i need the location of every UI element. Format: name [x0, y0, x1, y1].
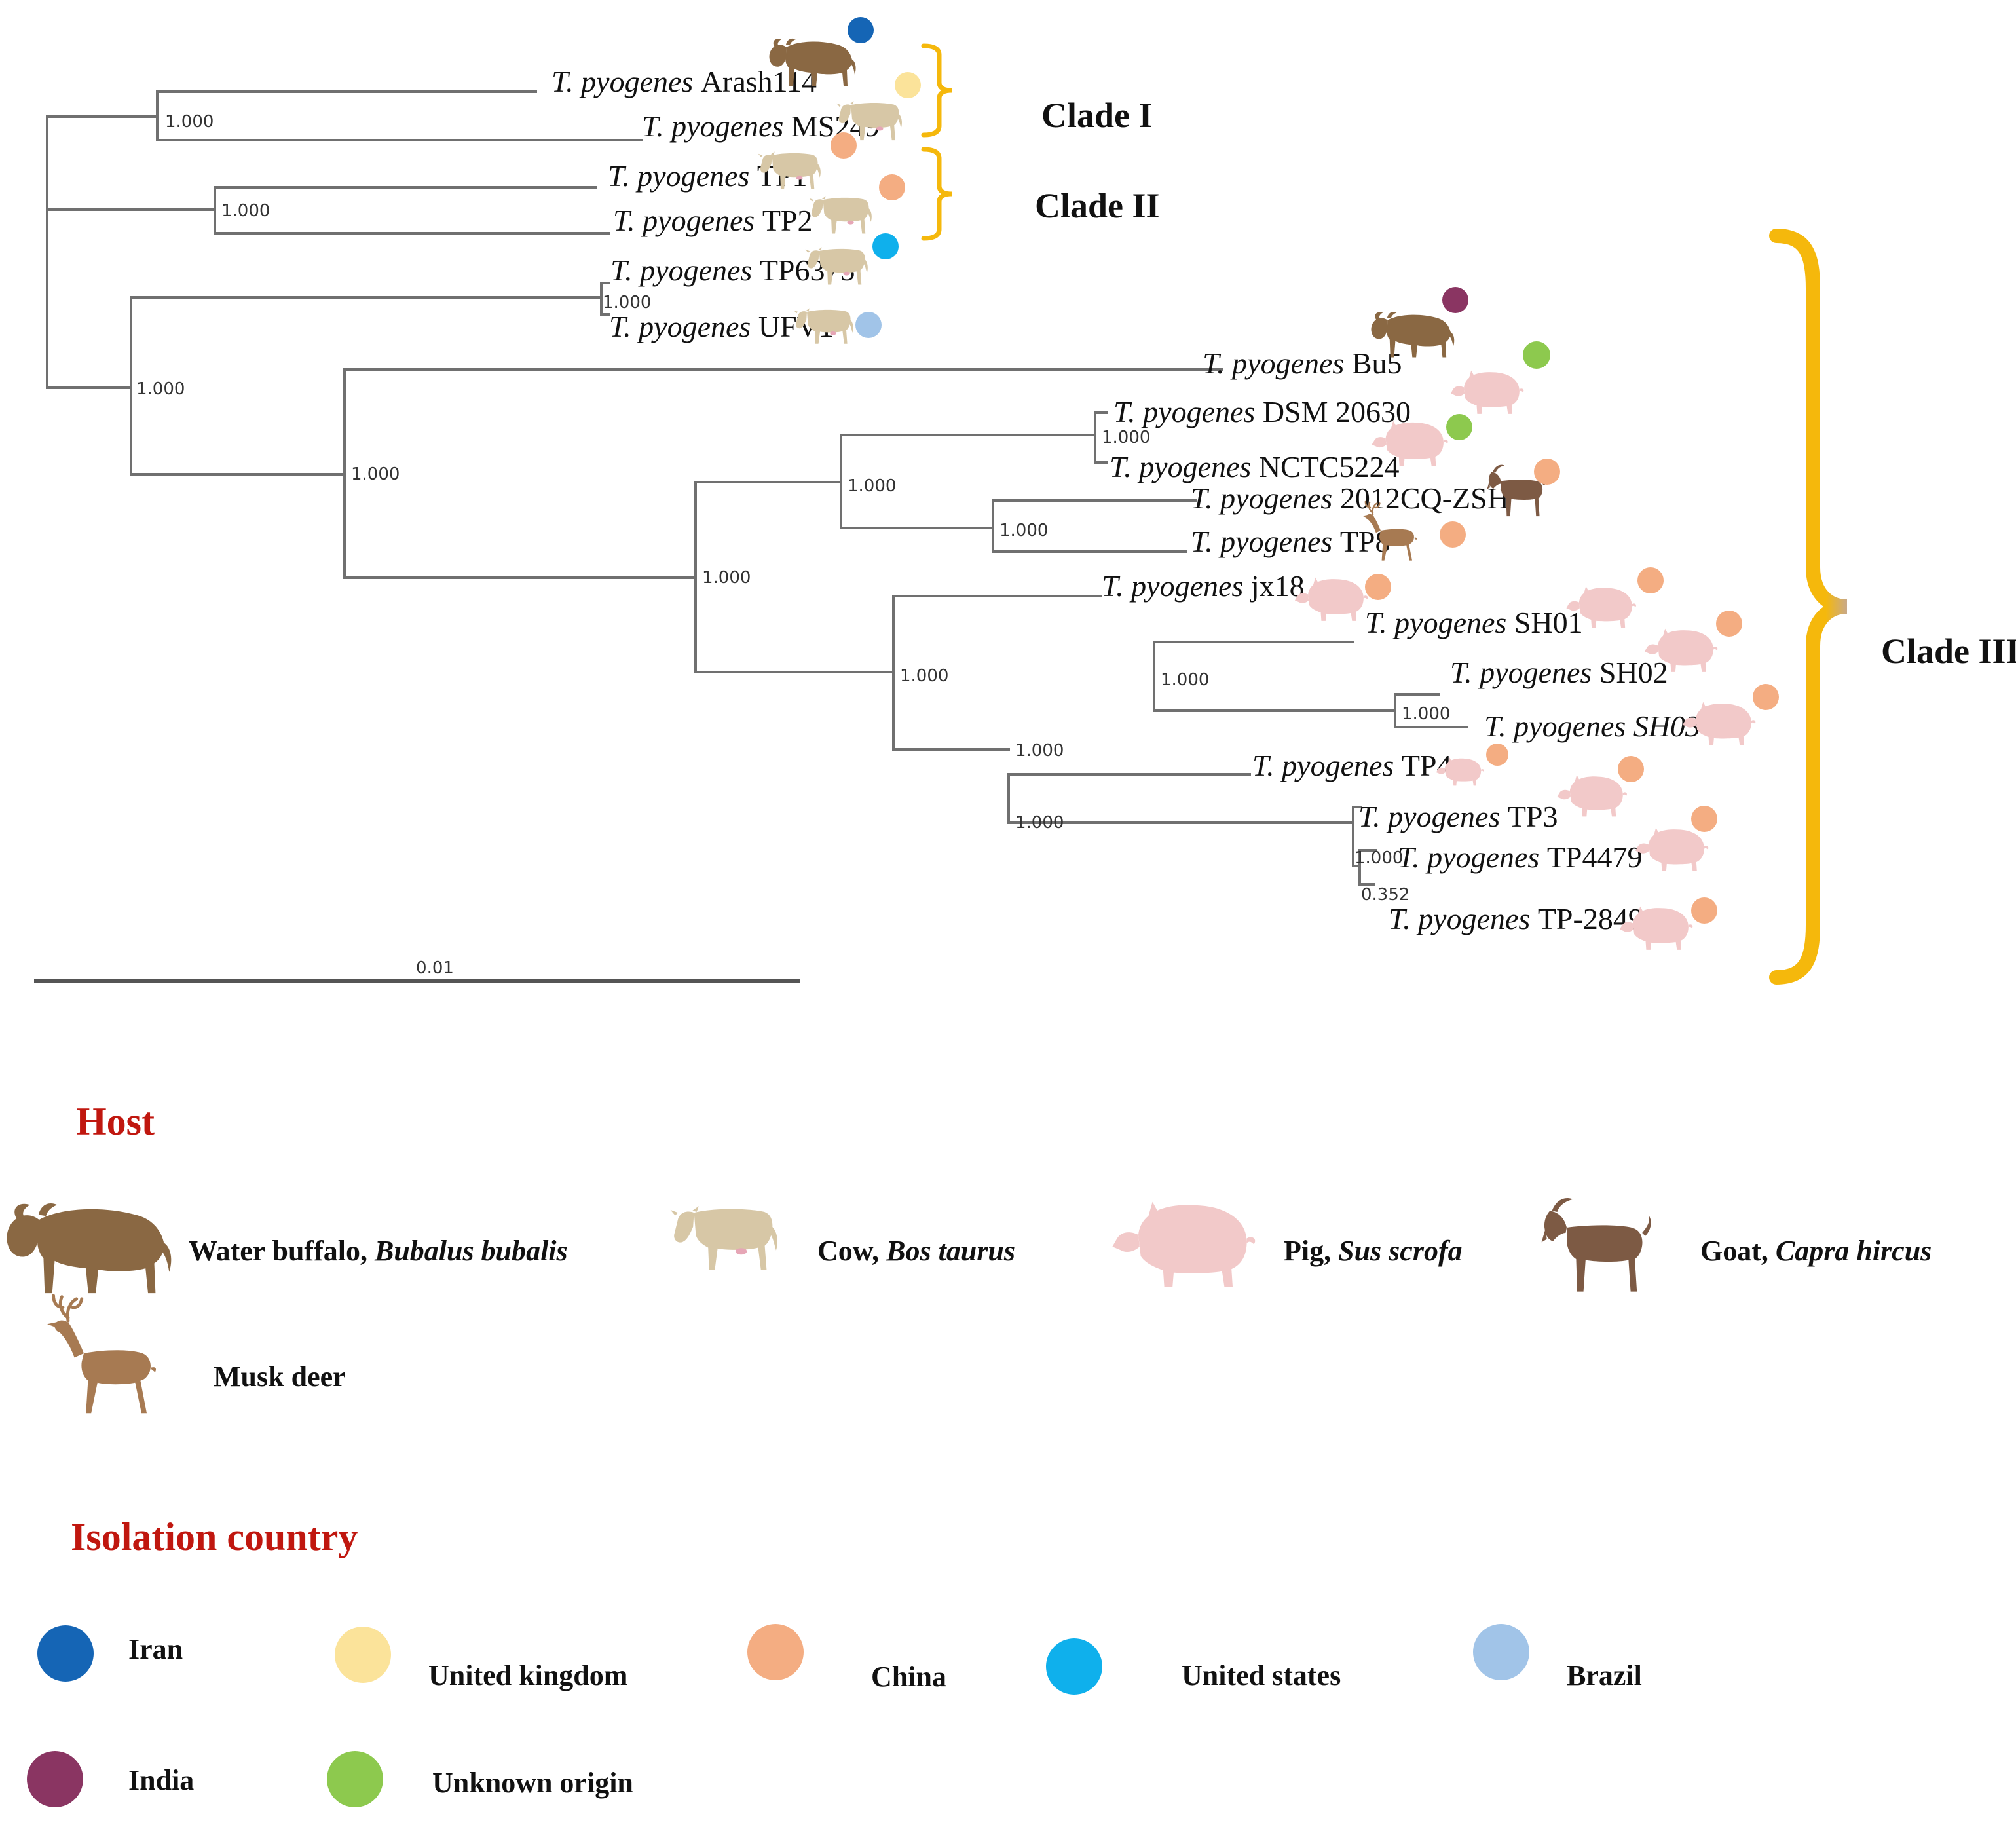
legend-brazil-dot — [1473, 1624, 1529, 1680]
pig-icon — [1450, 370, 1524, 414]
legend-cow-icon — [670, 1206, 777, 1271]
legend-country-label-china: China — [871, 1661, 946, 1693]
pig-icon — [1635, 827, 1709, 871]
legend-country-label-india: India — [128, 1764, 194, 1796]
country-dot-unknown — [1523, 341, 1550, 369]
taxon-label-sh02: T. pyogenes SH02 — [1450, 656, 1668, 689]
support-value-dsm_nctc: 1.000 — [1102, 428, 1150, 447]
legend-host-label-cow: Cow, Bos taurus — [817, 1235, 1015, 1267]
legend-country-label-us: United states — [1182, 1659, 1341, 1691]
country-dot-china — [831, 132, 857, 159]
legend-host-label-buffalo: Water buffalo, Bubalus bubalis — [189, 1235, 568, 1267]
clade-ii-label: Clade II — [1035, 186, 1160, 225]
legend-unknown-dot — [327, 1751, 383, 1807]
support-value-arash_ms: 1.000 — [165, 112, 214, 132]
taxon-label-tp3: T. pyogenes TP3 — [1358, 800, 1558, 833]
taxon-label-sh01: T. pyogenes SH01 — [1365, 606, 1583, 639]
support-value-clade3: 1.000 — [351, 464, 400, 484]
pig-icon — [1294, 577, 1368, 621]
support-value-core3: 1.000 — [702, 568, 751, 588]
support-value-ingroup: 1.000 — [136, 379, 185, 399]
country-dot-china — [1691, 806, 1717, 832]
taxon-label-dsm20630: T. pyogenes DSM 20630 — [1113, 395, 1411, 428]
country-dot-china — [879, 174, 905, 200]
taxon-label-tp2849: T. pyogenes TP-2849 — [1389, 902, 1643, 935]
country-dot-uk — [895, 72, 921, 98]
taxon-label-jx18: T. pyogenes jx18 — [1102, 569, 1305, 603]
pig-icon — [1557, 774, 1627, 817]
taxon-label-tp4: T. pyogenes TP4 — [1252, 749, 1452, 782]
taxon-label-cq: T. pyogenes 2012CQ-ZSH — [1191, 481, 1509, 515]
clade-iii-label: Clade III — [1881, 631, 2016, 671]
country-dot-china — [1637, 567, 1664, 593]
country-dot-china — [1716, 611, 1742, 637]
legend-india-dot — [27, 1751, 83, 1807]
clade-i-bracket — [921, 43, 952, 138]
country-dot-iran — [848, 17, 874, 43]
support-value-upper3: 1.000 — [848, 476, 896, 496]
country-dot-china — [1753, 684, 1779, 710]
country-legend-title: Isolation country — [71, 1515, 358, 1558]
legend-country-label-iran: Iran — [128, 1633, 183, 1665]
country-dot-us — [872, 233, 899, 259]
legend-pig-icon — [1112, 1201, 1256, 1287]
support-value-sh: 1.000 — [1161, 670, 1209, 690]
country-dot-unknown — [1446, 414, 1472, 440]
scale-bar-label: 0.01 — [416, 958, 454, 978]
legend-host-label-deer: Musk deer — [214, 1361, 346, 1393]
clade-i-label: Clade I — [1041, 96, 1153, 135]
cow-icon — [809, 196, 872, 234]
host-legend-title: Host — [76, 1100, 155, 1143]
taxon-label-nctc5224: T. pyogenes NCTC5224 — [1110, 450, 1400, 483]
taxon-label-tp8: T. pyogenes TP8 — [1191, 525, 1391, 558]
legend-country-label-unknown: Unknown origin — [432, 1767, 633, 1799]
support-value-sh_tp: 1.000 — [1015, 741, 1064, 761]
legend-host-label-pig: Pig, Sus scrofa — [1284, 1235, 1463, 1267]
country-dot-brazil — [855, 312, 882, 338]
support-value-tp4479_tp2849: 0.352 — [1361, 885, 1409, 905]
legend-buffalo-icon — [7, 1203, 172, 1294]
taxon-label-sh03: T. pyogenes SH03 — [1484, 709, 1700, 743]
country-dot-china — [1486, 744, 1508, 766]
taxon-label-tp2: T. pyogenes TP2 — [613, 204, 813, 237]
support-value-tp3_group: 1.000 — [1354, 848, 1403, 868]
taxon-label-arash114: T. pyogenes Arash114 — [551, 65, 817, 98]
country-dot-china — [1618, 756, 1644, 782]
legend-country-label-brazil: Brazil — [1567, 1659, 1642, 1691]
legend-country-label-uk: United kingdom — [428, 1659, 627, 1691]
legend-host-label-goat: Goat, Capra hircus — [1700, 1235, 1932, 1267]
taxon-label-bu5: T. pyogenes Bu5 — [1203, 347, 1402, 380]
country-dot-india — [1442, 287, 1468, 313]
clade-iii-bracket — [1769, 229, 1848, 985]
taxon-label-tp4479: T. pyogenes TP4479 — [1398, 840, 1643, 874]
support-value-lower3: 1.000 — [900, 666, 948, 686]
support-value-tp6375_ufv1: 1.000 — [603, 293, 651, 312]
country-dot-china — [1691, 897, 1717, 924]
scale-bar: 0.01 — [34, 958, 800, 983]
legend-goat-icon — [1541, 1198, 1651, 1292]
legend-uk-dot — [335, 1627, 391, 1683]
country-dot-china — [1365, 574, 1391, 600]
clade-ii-bracket — [921, 147, 952, 241]
country-dot-china — [1440, 521, 1466, 548]
legend-china-dot — [747, 1624, 804, 1680]
legend-us-dot — [1046, 1638, 1102, 1695]
support-value-sh02_sh03: 1.000 — [1402, 704, 1450, 724]
support-value-tp_group: 1.000 — [1015, 813, 1064, 833]
legend-iran-dot — [37, 1625, 94, 1682]
support-value-cq_tp8: 1.000 — [999, 521, 1048, 540]
legend-deer-icon — [47, 1296, 156, 1413]
support-value-tp1_tp2: 1.000 — [221, 201, 270, 221]
country-dot-china — [1534, 459, 1560, 485]
